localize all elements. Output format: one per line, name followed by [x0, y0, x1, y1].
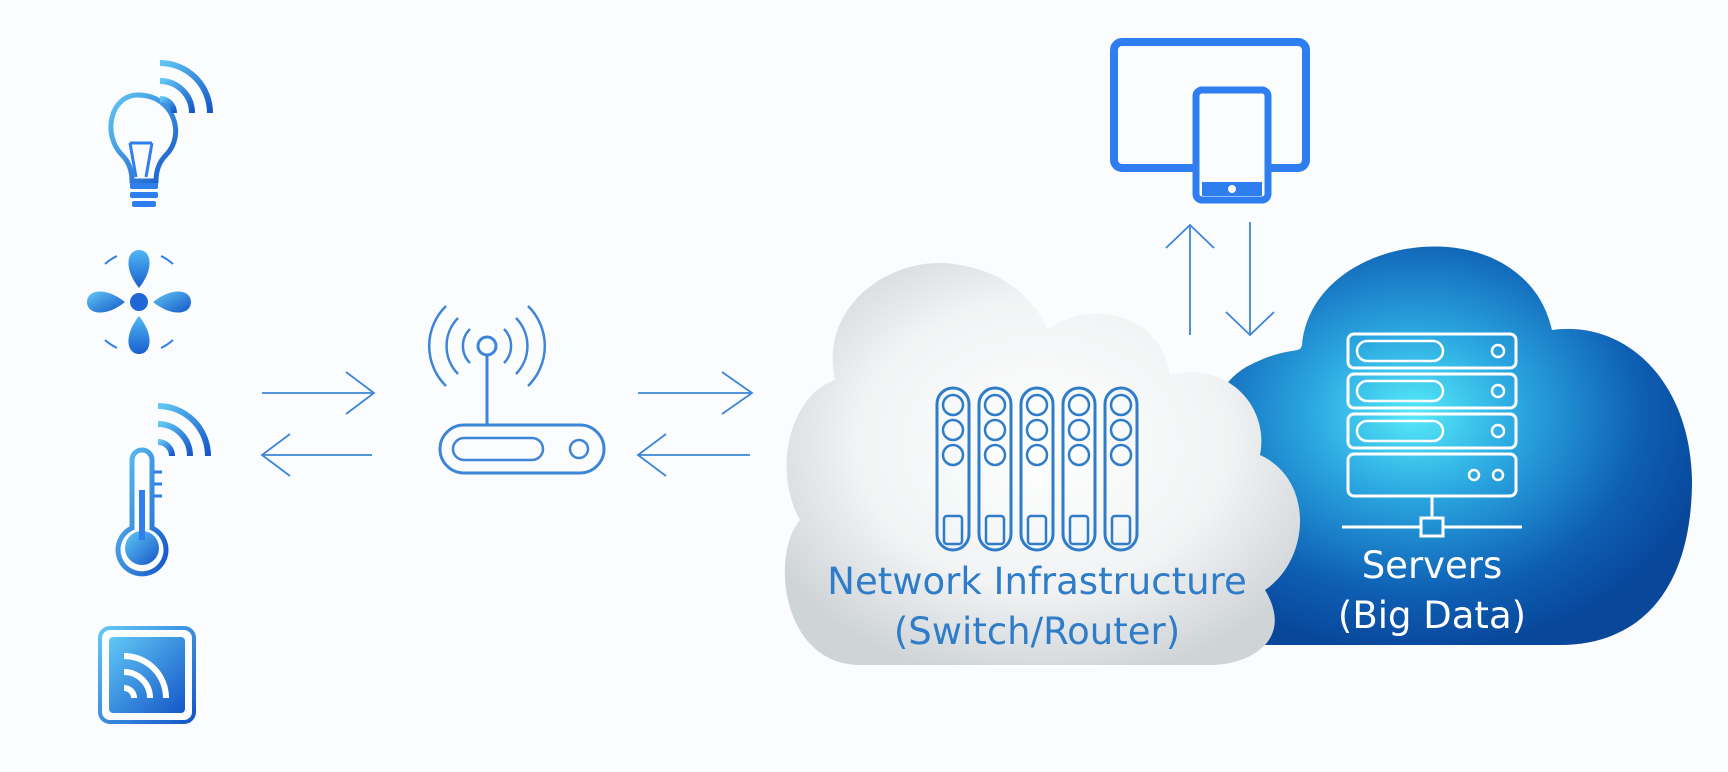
fan-icon — [87, 250, 191, 354]
wifi-router-icon — [428, 305, 606, 475]
network-label-line2: (Switch/Router) — [894, 610, 1180, 653]
servers-cloud — [1187, 246, 1692, 645]
monitor-tablet-icon — [1110, 38, 1310, 204]
thermometer-icon — [115, 403, 211, 577]
network-label-line1: Network Infrastructure — [827, 560, 1246, 603]
wireless-sensor-icon — [98, 626, 196, 724]
cloud-client-arrows — [1165, 222, 1275, 337]
switch-rack-icon — [935, 386, 1139, 552]
smart-bulb-icon — [108, 60, 213, 207]
servers-label-line1: Servers — [1362, 544, 1503, 587]
server-stack-icon — [1342, 332, 1522, 538]
servers-label-line2: (Big Data) — [1338, 594, 1526, 637]
device-gateway-arrows — [260, 371, 376, 477]
gateway-network-arrows — [636, 371, 754, 477]
